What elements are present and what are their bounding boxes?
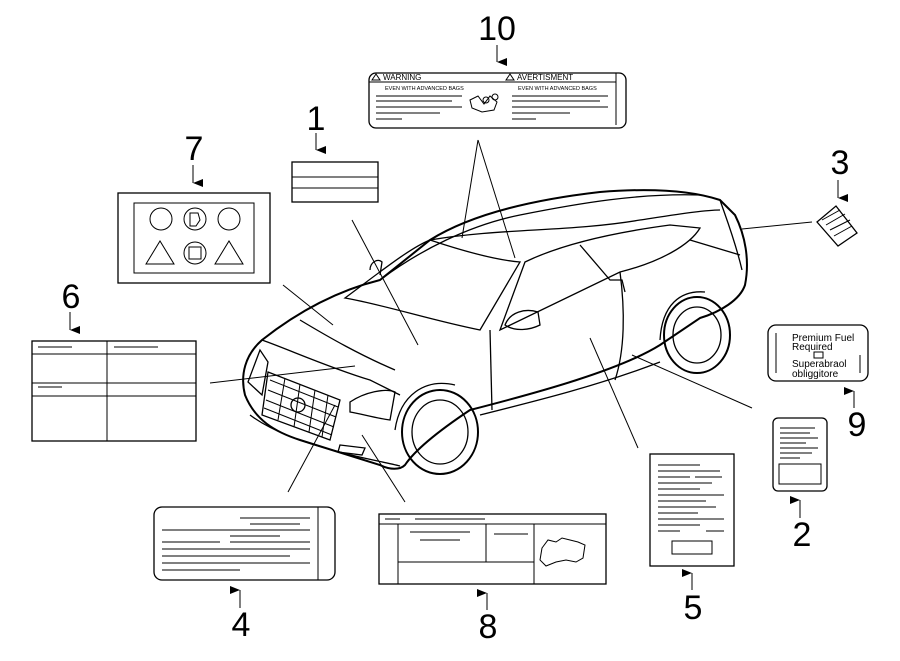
callout-8: 8 [479,608,498,646]
label9-line1: Premium Fuel [792,333,854,344]
label-6 [31,340,197,442]
label9-line3: Superabraol [792,359,846,370]
callout-3: 3 [831,144,850,182]
warning-triangle-icon [505,73,515,81]
callout-5: 5 [684,589,703,627]
engine-icon [539,537,586,567]
callout-9: 9 [848,406,867,444]
callout-7: 7 [185,130,204,168]
label-10-airbag-warning: WARNING AVERTISMENT EVEN WITH ADVANCED B… [368,72,627,129]
airbag-seat-icon [469,93,499,113]
fuel-pump-icon [813,351,824,359]
label-3 [816,205,858,247]
warning-triangle-icon [371,73,381,81]
car-illustration [242,189,748,475]
callout-numbers: 10 1 3 7 6 9 2 5 4 8 [62,10,867,646]
label-2 [772,417,828,492]
label-9-fuel: Premium Fuel Required Superabraol obligg… [767,324,869,382]
leader-lines [209,139,813,503]
callout-2: 2 [793,516,812,554]
callout-4: 4 [232,606,251,644]
label10-sub-left: EVEN WITH ADVANCED BAGS [385,86,464,92]
label9-line4: obliggitore [792,369,839,380]
label-1 [291,161,379,203]
label10-advertisement-text: AVERTISMENT [517,73,573,82]
callout-1: 1 [307,100,326,138]
callout-10: 10 [478,10,516,48]
callout-arrows [69,45,855,610]
label10-sub-right: EVEN WITH ADVANCED BAGS [518,86,597,92]
callout-6: 6 [62,278,81,316]
label-8 [378,513,607,585]
label-7 [117,192,271,284]
label-5 [649,453,735,567]
label-4 [153,506,336,581]
label9-line2: Required [792,342,833,353]
label10-warning-text: WARNING [383,73,421,82]
